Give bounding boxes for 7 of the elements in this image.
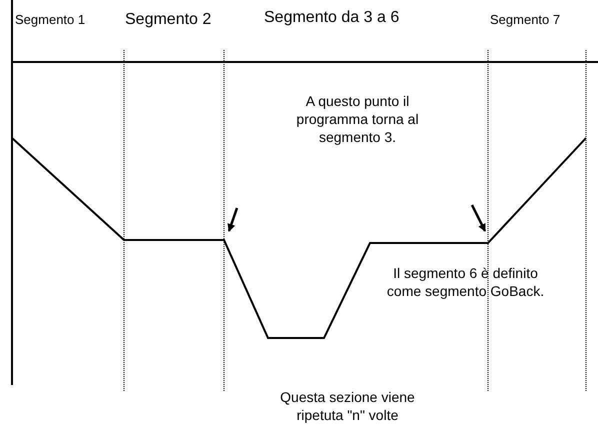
note-text: Questa sezione viene ripetuta "n" volte: [279, 388, 416, 424]
segment-label: Segmento 2: [125, 10, 212, 30]
segment-label: Segmento 1: [15, 12, 86, 29]
segment-label: Segmento da 3 a 6: [264, 8, 400, 28]
segment-label: Segmento 7: [490, 12, 562, 29]
note-text: A questo punto il programma torna al segmento 3.: [295, 92, 420, 147]
note-text: Il segmento 6 è definito come segmento GoBack.: [386, 264, 546, 300]
